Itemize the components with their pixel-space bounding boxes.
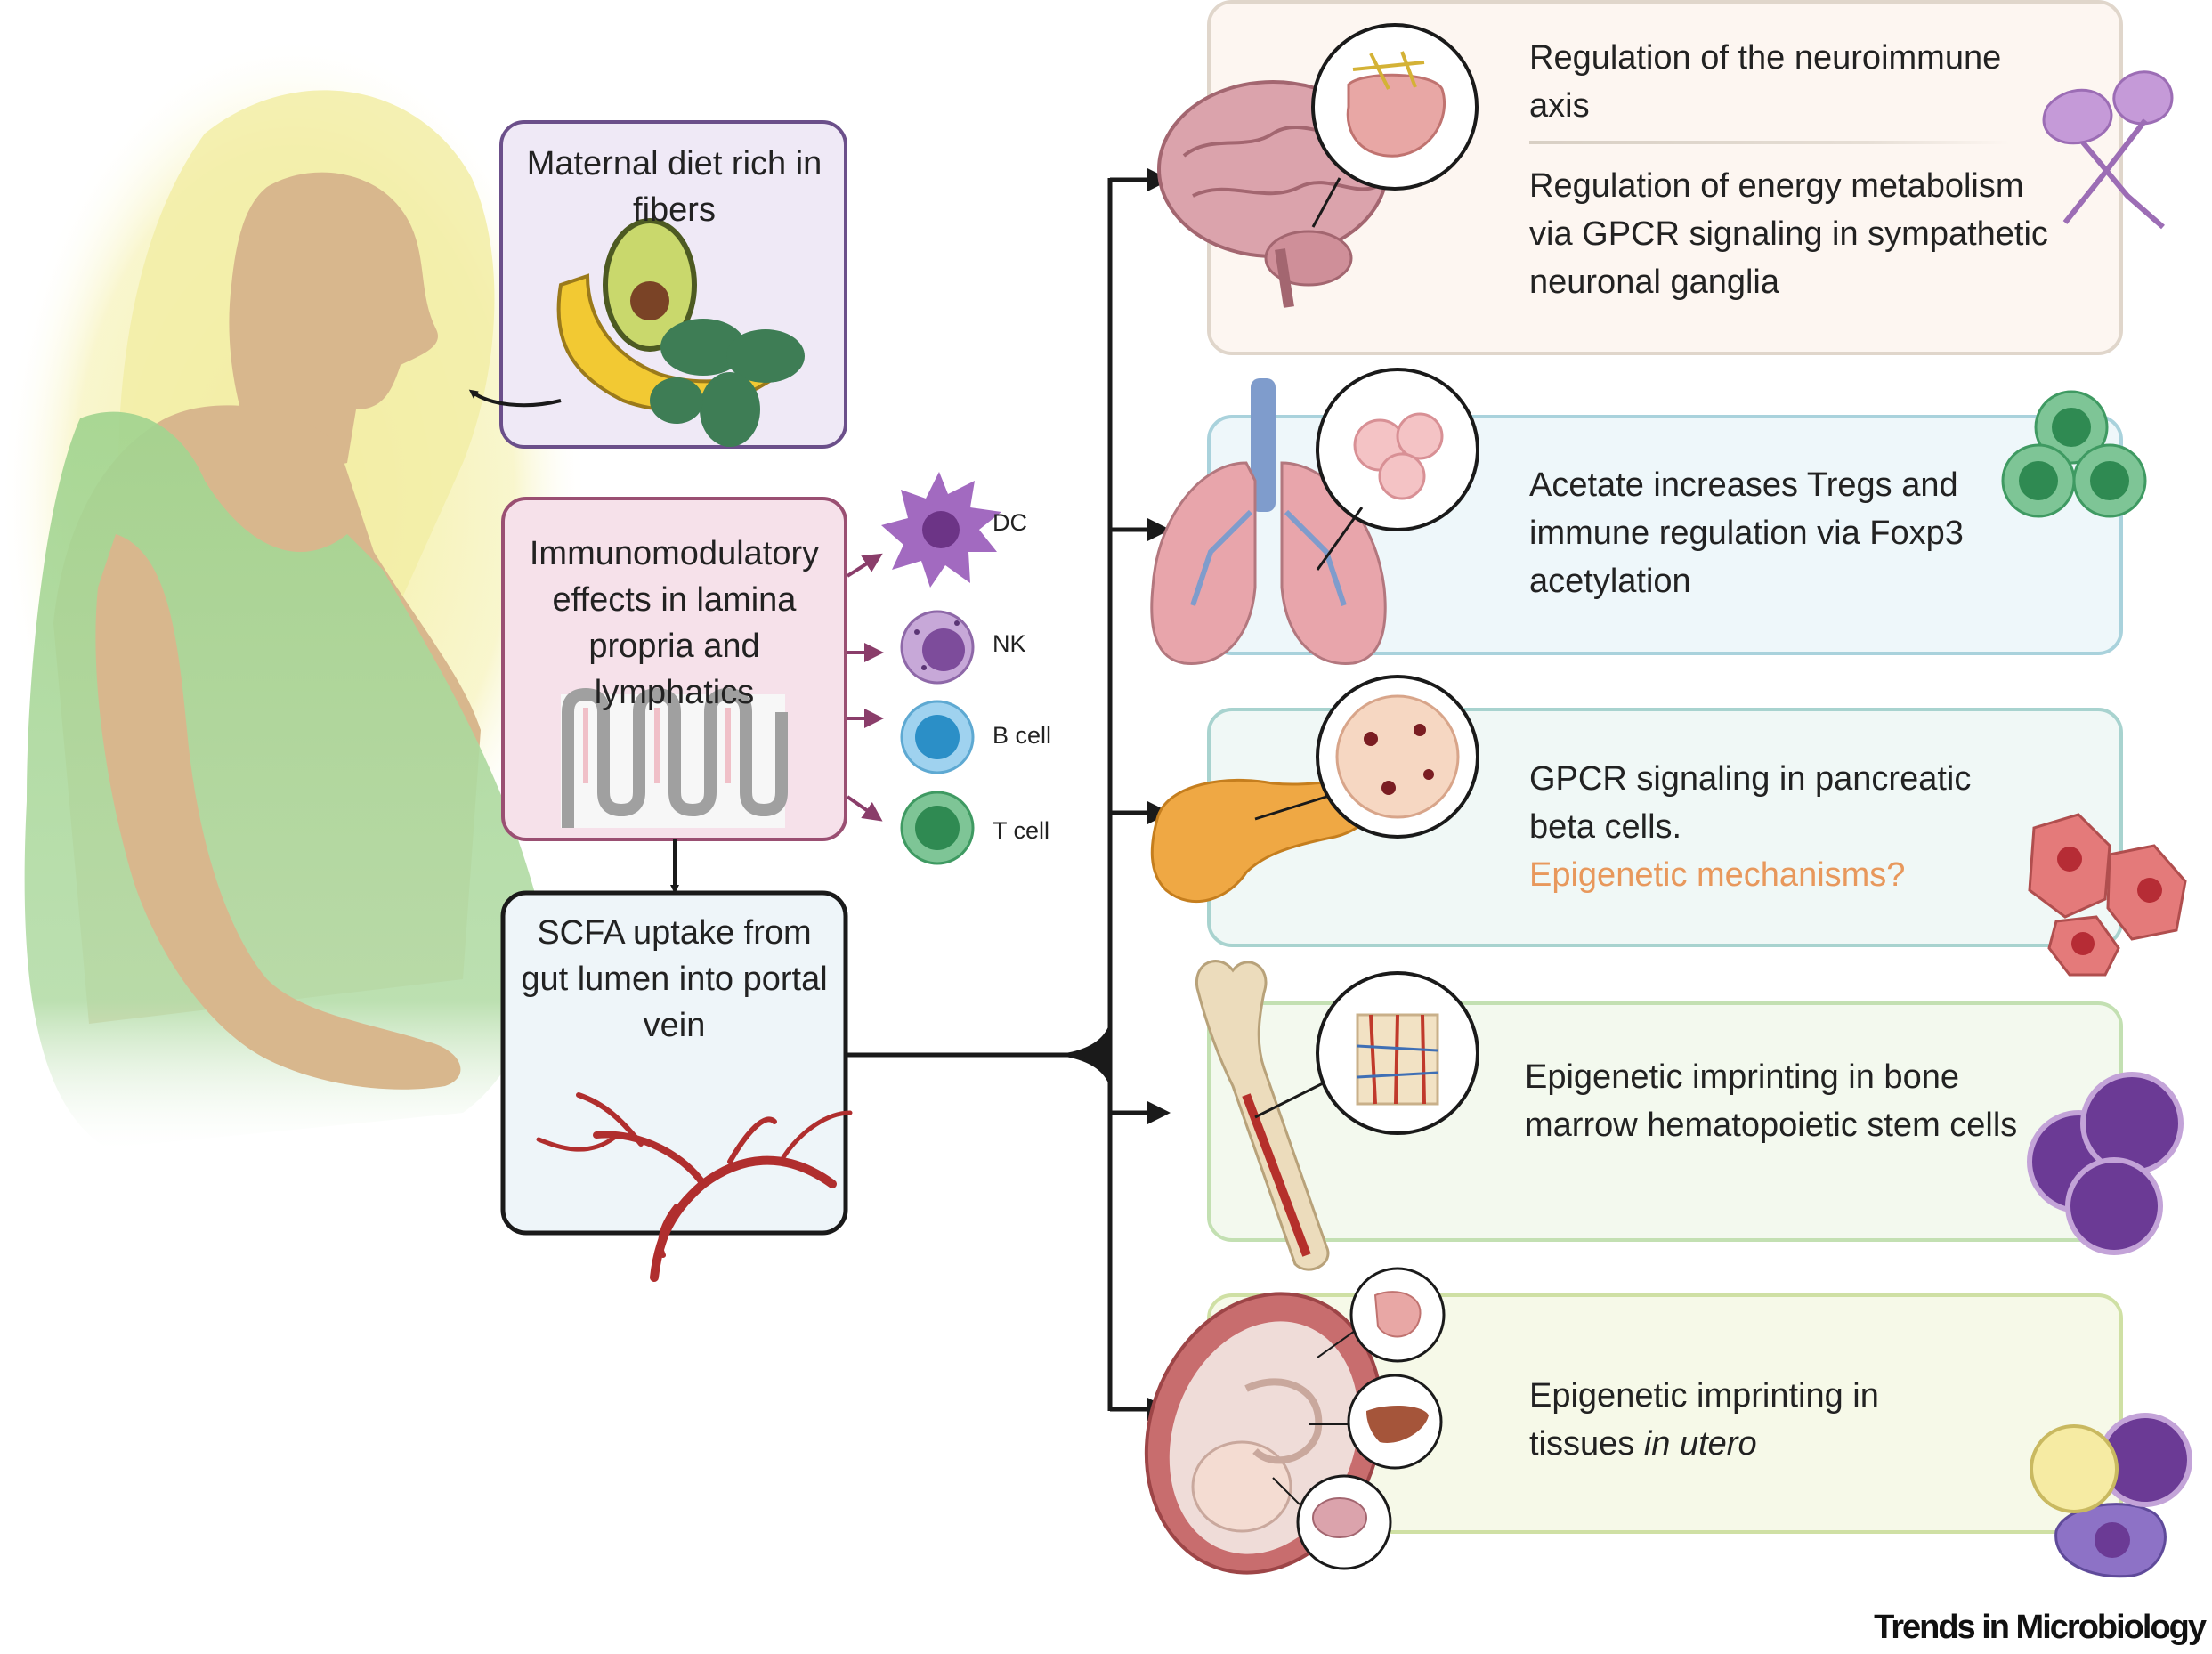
bone-text: Epigenetic imprinting in bone marrow hem… <box>1525 1058 2018 1144</box>
dc-label: DC <box>993 509 1027 536</box>
journal-credit: Trends in Microbiology <box>1874 1609 2207 1646</box>
lung-text: Acetate increases Tregs and immune regul… <box>1529 466 1964 600</box>
utero-italic-text: in utero <box>1643 1425 1757 1463</box>
utero-main-text: Epigenetic imprinting in tissues <box>1529 1377 1879 1463</box>
intestinal-villi-icon <box>561 687 788 828</box>
arm <box>95 534 461 1090</box>
marrow-zoom-icon <box>1316 971 1479 1135</box>
diet-to-mother-arrow <box>468 389 562 408</box>
islet-zoom-icon <box>1316 675 1479 839</box>
lung-icon <box>1150 378 1387 666</box>
brain-text-2: Regulation of energy metabolism via GPCR… <box>1529 167 2048 301</box>
brain-divider <box>1529 141 2010 144</box>
connector-tree <box>846 168 1171 1421</box>
fetal-brain-zoom-icon <box>1272 1474 1392 1570</box>
dc-cell-icon <box>881 472 1001 588</box>
fiber-foods-icon <box>556 218 805 447</box>
diet-label: Maternal diet rich in fibers <box>526 145 822 229</box>
scfa-label: SCFA uptake from gut lumen into portal v… <box>521 914 828 1044</box>
brain-gut-zoom-icon <box>1311 23 1479 228</box>
hsc-cell-icon <box>2027 1072 2184 1255</box>
bcell-label: B cell <box>993 722 1052 749</box>
bone-icon <box>1195 960 1336 1271</box>
bcell-icon <box>900 700 975 774</box>
immuno-label: Immunomodulatory effects in lamina propr… <box>529 535 820 711</box>
pregnant-woman-illustration <box>0 36 587 1148</box>
tcell-icon <box>900 791 975 865</box>
utero-text: Epigenetic imprinting in tissues in uter… <box>1529 1372 1974 1468</box>
treg-cluster-icon <box>2001 390 2147 518</box>
kale-leaves-icon <box>650 319 805 447</box>
brain-text-1: Regulation of the neuroimmune axis <box>1529 39 2002 125</box>
beta-cell-icon <box>2028 813 2187 977</box>
alveoli-zoom-icon <box>1316 368 1479 571</box>
portal-vein-icon <box>536 1092 853 1282</box>
mixed-immune-cells-icon <box>2030 1413 2192 1578</box>
fetal-gut-zoom-icon <box>1317 1267 1446 1363</box>
pancreas-icon <box>1150 778 1380 904</box>
pancreas-question-text: Epigenetic mechanisms? <box>1529 856 1906 894</box>
nk-cell-icon <box>900 610 975 685</box>
pancreas-text: GPCR signaling in pancreatic beta cells.… <box>1529 755 2028 899</box>
neuron-icon <box>2042 70 2174 230</box>
nk-label: NK <box>993 630 1026 657</box>
tcell-label: T cell <box>993 817 1050 844</box>
arrow-to-tcell <box>846 795 883 822</box>
head <box>229 172 438 481</box>
arrow-to-dc <box>846 553 883 578</box>
fetal-liver-zoom-icon <box>1309 1374 1443 1470</box>
pancreas-main-text: GPCR signaling in pancreatic beta cells. <box>1529 760 1972 846</box>
